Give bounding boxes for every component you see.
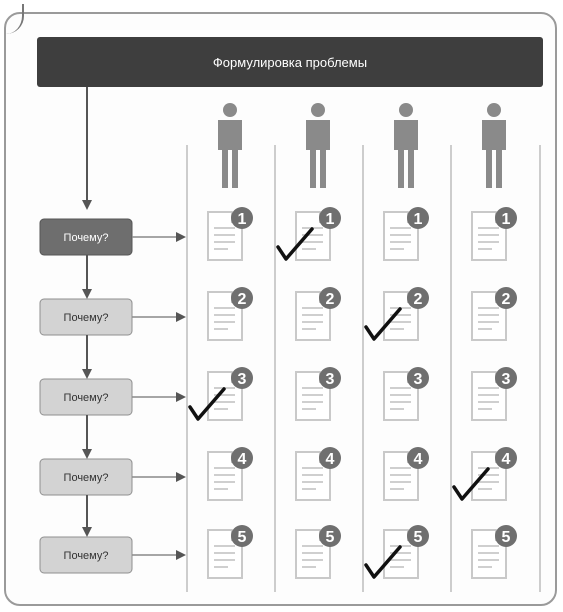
person-body: [394, 120, 418, 188]
number-badge: [231, 207, 253, 229]
check-mark: [364, 307, 402, 341]
number-badge-label: 3: [326, 371, 335, 388]
person-icon: [306, 103, 330, 188]
number-badge: [231, 447, 253, 469]
number-badge: [407, 525, 429, 547]
number-badge-label: 2: [326, 291, 335, 308]
number-badge-label: 2: [414, 291, 423, 308]
number-badge: [407, 367, 429, 389]
person-head: [487, 103, 501, 117]
check-mark: [364, 545, 402, 579]
problem-statement-header: Формулировка проблемы: [37, 37, 543, 87]
number-badge-label: 1: [326, 211, 335, 228]
number-badge-label: 3: [502, 371, 511, 388]
why-box: Почему?: [39, 298, 133, 336]
number-badge: [495, 207, 517, 229]
why-box-label: Почему?: [64, 232, 109, 244]
number-badge-label: 4: [238, 451, 247, 468]
number-badge-label: 4: [502, 451, 511, 468]
why-box-label: Почему?: [64, 472, 109, 484]
number-badge-label: 1: [238, 211, 247, 228]
number-badge: [407, 207, 429, 229]
person-icon: [218, 103, 242, 188]
number-badge: [319, 207, 341, 229]
number-badge: [231, 525, 253, 547]
why-box: Почему?: [39, 536, 133, 574]
person-body: [482, 120, 506, 188]
number-badge-label: 3: [238, 371, 247, 388]
number-badge-label: 5: [414, 529, 423, 546]
why-box-label: Почему?: [64, 312, 109, 324]
number-badge: [319, 367, 341, 389]
number-badge: [319, 525, 341, 547]
check-mark: [276, 227, 314, 261]
number-badge: [495, 287, 517, 309]
why-box-label: Почему?: [64, 550, 109, 562]
why-box: Почему?: [39, 218, 133, 256]
number-badge-label: 5: [502, 529, 511, 546]
frame-corner-decoration: [0, 4, 24, 34]
check-mark: [188, 387, 226, 421]
number-badge: [319, 447, 341, 469]
number-badge-label: 1: [502, 211, 511, 228]
person-icon: [482, 103, 506, 188]
number-badge-label: 2: [502, 291, 511, 308]
number-badge: [495, 447, 517, 469]
number-badge-label: 4: [326, 451, 335, 468]
number-badge: [231, 287, 253, 309]
why-box: Почему?: [39, 378, 133, 416]
person-head: [399, 103, 413, 117]
person-body: [218, 120, 242, 188]
number-badge-label: 1: [414, 211, 423, 228]
number-badge: [495, 525, 517, 547]
number-badge: [319, 287, 341, 309]
number-badge: [495, 367, 517, 389]
number-badge-label: 4: [414, 451, 423, 468]
check-mark: [452, 467, 490, 501]
person-icon: [394, 103, 418, 188]
person-body: [306, 120, 330, 188]
number-badge-label: 3: [414, 371, 423, 388]
why-box: Почему?: [39, 458, 133, 496]
number-badge: [407, 447, 429, 469]
number-badge: [407, 287, 429, 309]
number-badge-label: 5: [326, 529, 335, 546]
person-head: [311, 103, 325, 117]
number-badge-label: 2: [238, 291, 247, 308]
number-badge: [231, 367, 253, 389]
number-badge-label: 5: [238, 529, 247, 546]
why-box-label: Почему?: [64, 392, 109, 404]
person-head: [223, 103, 237, 117]
